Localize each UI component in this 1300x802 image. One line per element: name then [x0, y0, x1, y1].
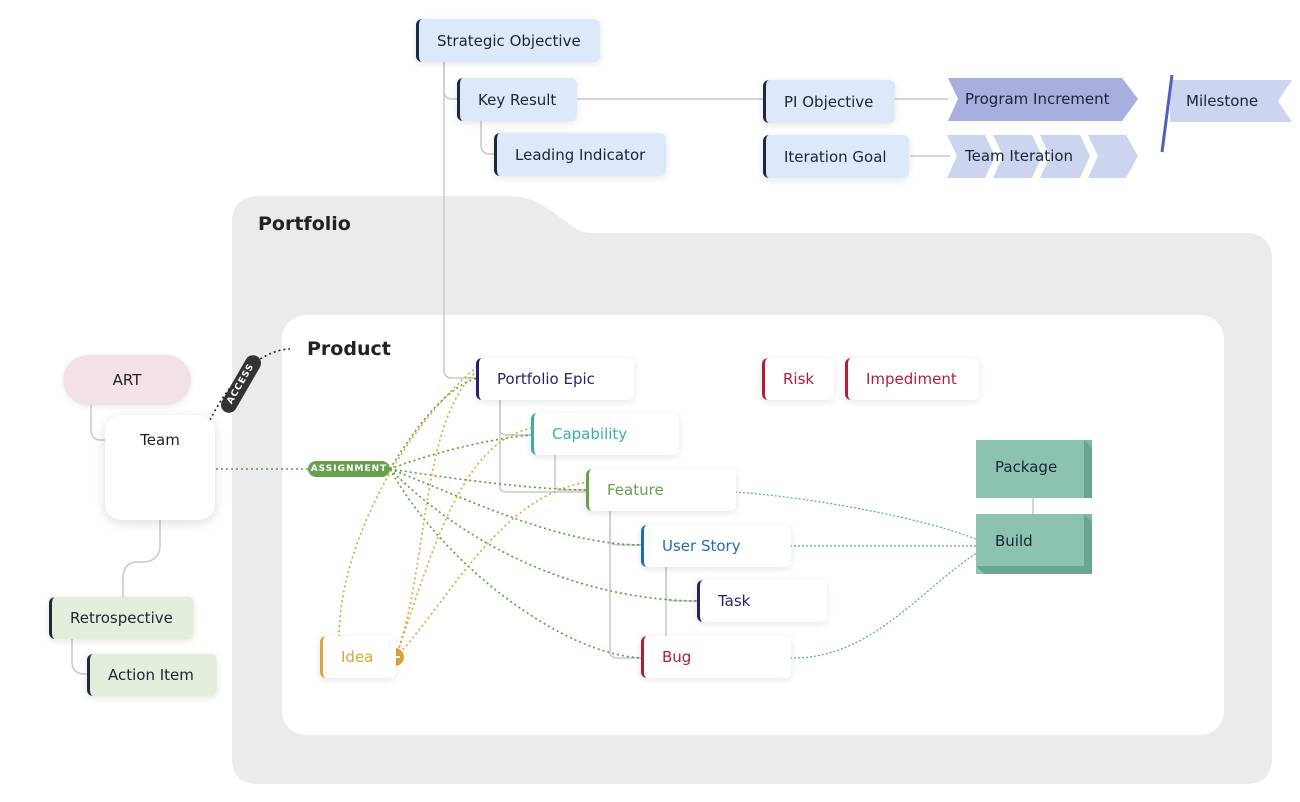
key-result-card[interactable]: Key Result — [457, 78, 577, 121]
assignment-lines — [216, 377, 700, 659]
impediment-card[interactable]: Impediment — [845, 358, 979, 400]
assignment-pill — [308, 461, 390, 477]
strategic-objective-card[interactable]: Strategic Objective — [416, 19, 600, 62]
impediment-label: Impediment — [866, 370, 957, 388]
retrospective-label: Retrospective — [70, 609, 173, 627]
action-item-label: Action Item — [108, 666, 194, 684]
team-label: Team — [140, 431, 180, 449]
user-story-label: User Story — [662, 537, 741, 555]
bug-label: Bug — [662, 648, 692, 666]
art-label: ART — [112, 371, 142, 389]
portfolio-label: Portfolio — [258, 213, 351, 235]
portfolio-epic-card[interactable]: Portfolio Epic — [476, 358, 634, 400]
risk-card[interactable]: Risk — [762, 358, 834, 400]
idea-card[interactable]: Idea — [320, 636, 396, 678]
milestone-shape — [1170, 80, 1292, 122]
milestone-label[interactable]: Milestone — [1186, 92, 1259, 110]
leading-indicator-card[interactable]: Leading Indicator — [494, 133, 666, 176]
build-lines — [734, 491, 979, 659]
portfolio-epic-label: Portfolio Epic — [497, 370, 595, 388]
program-increment-shape — [948, 78, 1138, 121]
leading-indicator-label: Leading Indicator — [515, 145, 646, 164]
feature-card[interactable]: Feature — [586, 469, 736, 511]
art-node[interactable]: ART — [63, 355, 191, 405]
risk-label: Risk — [783, 370, 815, 388]
task-card[interactable]: Task — [697, 580, 827, 622]
hierarchy-lines — [71, 62, 1034, 675]
pi-objective-card[interactable]: PI Objective — [763, 80, 895, 123]
access-pill — [221, 355, 261, 413]
idea-label: Idea — [341, 648, 374, 666]
milestone-pole — [1160, 74, 1174, 153]
user-story-card[interactable]: User Story — [641, 525, 791, 567]
idea-lines — [338, 365, 589, 658]
team-iteration-label[interactable]: Team Iteration — [965, 147, 1074, 165]
retrospective-card[interactable]: Retrospective — [49, 597, 194, 639]
bug-card[interactable]: Bug — [641, 636, 791, 678]
iteration-goal-label: Iteration Goal — [784, 147, 887, 166]
assignment-badge: ASSIGNMENT — [310, 464, 388, 474]
pi-objective-label: PI Objective — [784, 92, 874, 111]
package-label[interactable]: Package — [995, 458, 1058, 476]
action-item-card[interactable]: Action Item — [87, 654, 217, 696]
team-node[interactable]: Team — [105, 415, 215, 520]
feature-label: Feature — [607, 481, 664, 499]
team-iteration-shape — [947, 135, 1138, 178]
program-increment-label[interactable]: Program Increment — [965, 90, 1110, 108]
package-shape — [976, 440, 1092, 498]
capability-label: Capability — [552, 425, 628, 443]
key-result-label: Key Result — [478, 90, 557, 109]
product-label: Product — [307, 338, 391, 360]
build-label[interactable]: Build — [995, 532, 1033, 550]
access-line — [209, 348, 291, 421]
task-label: Task — [718, 592, 751, 610]
capability-card[interactable]: Capability — [531, 413, 679, 455]
build-shape — [976, 514, 1092, 574]
iteration-goal-card[interactable]: Iteration Goal — [763, 135, 909, 178]
strategic-objective-label: Strategic Objective — [437, 31, 581, 50]
